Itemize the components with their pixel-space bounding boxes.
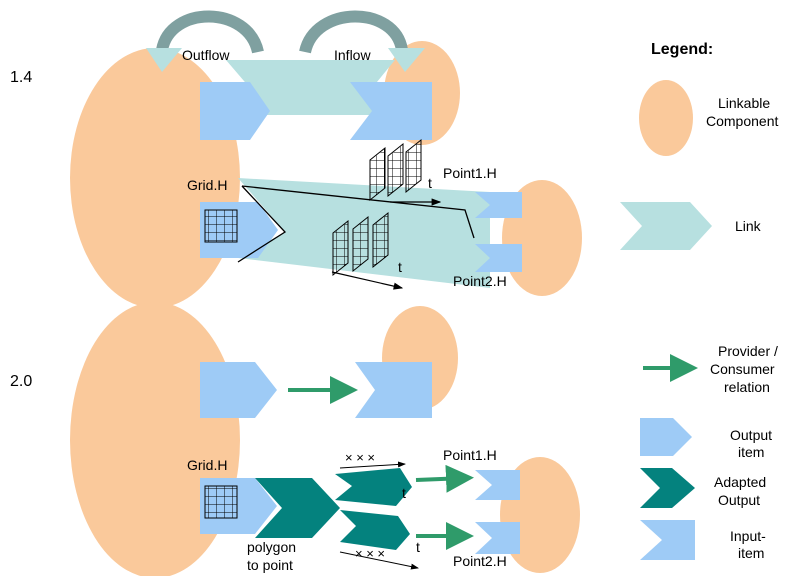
legend-linkable-component-swatch <box>639 80 693 156</box>
legend-link-label: Link <box>735 218 762 234</box>
grid-icon <box>204 209 238 243</box>
polygon-label-line1: polygon <box>247 539 296 555</box>
point2-label-top: Point2.H <box>453 273 507 289</box>
legend-input-line1: Input- <box>730 528 766 544</box>
legend-output-item-swatch <box>640 418 692 456</box>
linkable-component-large-2 <box>70 302 240 576</box>
sample-marks-lower: × × × <box>355 546 385 561</box>
time-axis-upper-2 <box>339 461 406 469</box>
section-label-2-0: 2.0 <box>10 373 32 390</box>
time-grid-stack-upper <box>369 138 422 202</box>
legend-output-line2: item <box>738 444 764 460</box>
legend-linkable-line2: Component <box>706 113 778 129</box>
time-label-upper-2: t <box>402 485 406 501</box>
linkable-component-large <box>70 48 240 308</box>
time-axis-lower <box>331 271 404 290</box>
legend-linkable-line1: Linkable <box>718 95 770 111</box>
connector-line-1 <box>241 185 475 239</box>
grid-label-bottom: Grid.H <box>187 457 227 473</box>
inflow-arrowhead <box>388 48 425 72</box>
legend-link-swatch <box>620 202 712 250</box>
legend-input-line2: item <box>738 545 764 561</box>
grid-label-top: Grid.H <box>187 177 227 193</box>
input-item-point1-2 <box>475 470 520 500</box>
legend-input-item-swatch <box>640 520 695 560</box>
input-item-top <box>350 82 432 140</box>
link-outflow-inflow <box>226 60 395 115</box>
time-label-lower: t <box>398 259 402 275</box>
relation-arrow-point1 <box>415 464 474 493</box>
connector-line-2 <box>237 185 287 263</box>
output-item-top-2 <box>200 362 277 418</box>
legend-relation-line3: relation <box>724 379 770 395</box>
time-label-lower-2: t <box>416 539 420 555</box>
output-item-top <box>200 82 270 140</box>
outflow-arrowhead <box>146 48 182 72</box>
input-item-top-2 <box>355 362 432 418</box>
point1-label-top: Point1.H <box>443 165 497 181</box>
time-label-upper: t <box>428 175 432 191</box>
point1-label-bottom: Point1.H <box>443 447 497 463</box>
polygon-label-line2: to point <box>247 557 293 573</box>
outflow-label: Outflow <box>182 47 230 63</box>
input-item-point2 <box>475 244 522 272</box>
adapted-output-time-lower <box>340 510 410 550</box>
legend-adapted-line1: Adapted <box>714 474 766 490</box>
legend-output-line1: Output <box>730 427 772 443</box>
time-grid-stack-lower <box>332 211 389 277</box>
inflow-label: Inflow <box>334 47 371 63</box>
input-item-point2-2 <box>475 522 520 554</box>
input-item-point1 <box>475 192 522 218</box>
inflow-arc <box>299 10 408 54</box>
adapted-output-time-upper <box>335 468 412 506</box>
adapted-output-polygon-to-point <box>255 478 340 538</box>
sample-marks-upper: × × × <box>345 450 375 465</box>
time-axis-lower-2 <box>339 551 419 570</box>
legend-adapted-line2: Output <box>718 492 760 508</box>
legend-title: Legend: <box>651 41 713 58</box>
outflow-arc <box>156 10 264 54</box>
legend-relation-line1: Provider / <box>718 343 778 359</box>
point2-label-bottom: Point2.H <box>453 553 507 569</box>
legend-relation-line2: Consumer <box>710 361 775 377</box>
grid-icon-2 <box>204 485 238 519</box>
section-label-1-4: 1.4 <box>10 69 32 86</box>
legend-adapted-output-swatch <box>640 468 695 508</box>
